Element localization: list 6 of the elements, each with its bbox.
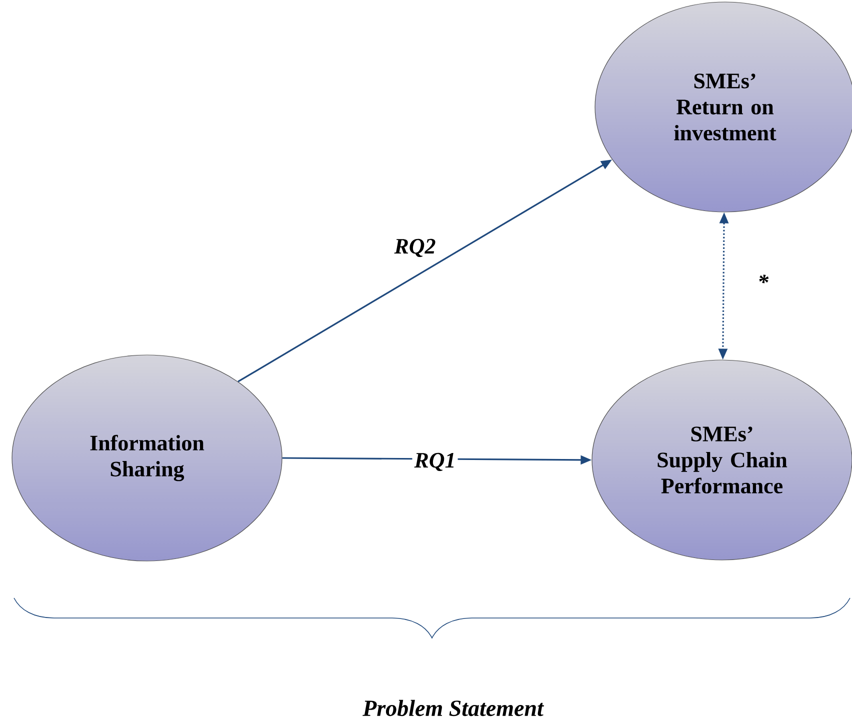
ellipse-node: SMEs’ Supply Chain Performance: [592, 360, 852, 560]
ellipse-node: Information Sharing: [12, 354, 282, 562]
edge-label: RQ2: [392, 236, 438, 260]
edge-label: RQ1: [412, 450, 458, 474]
edge-label: *: [759, 274, 769, 284]
brace-label: Problem Statement: [362, 700, 544, 716]
